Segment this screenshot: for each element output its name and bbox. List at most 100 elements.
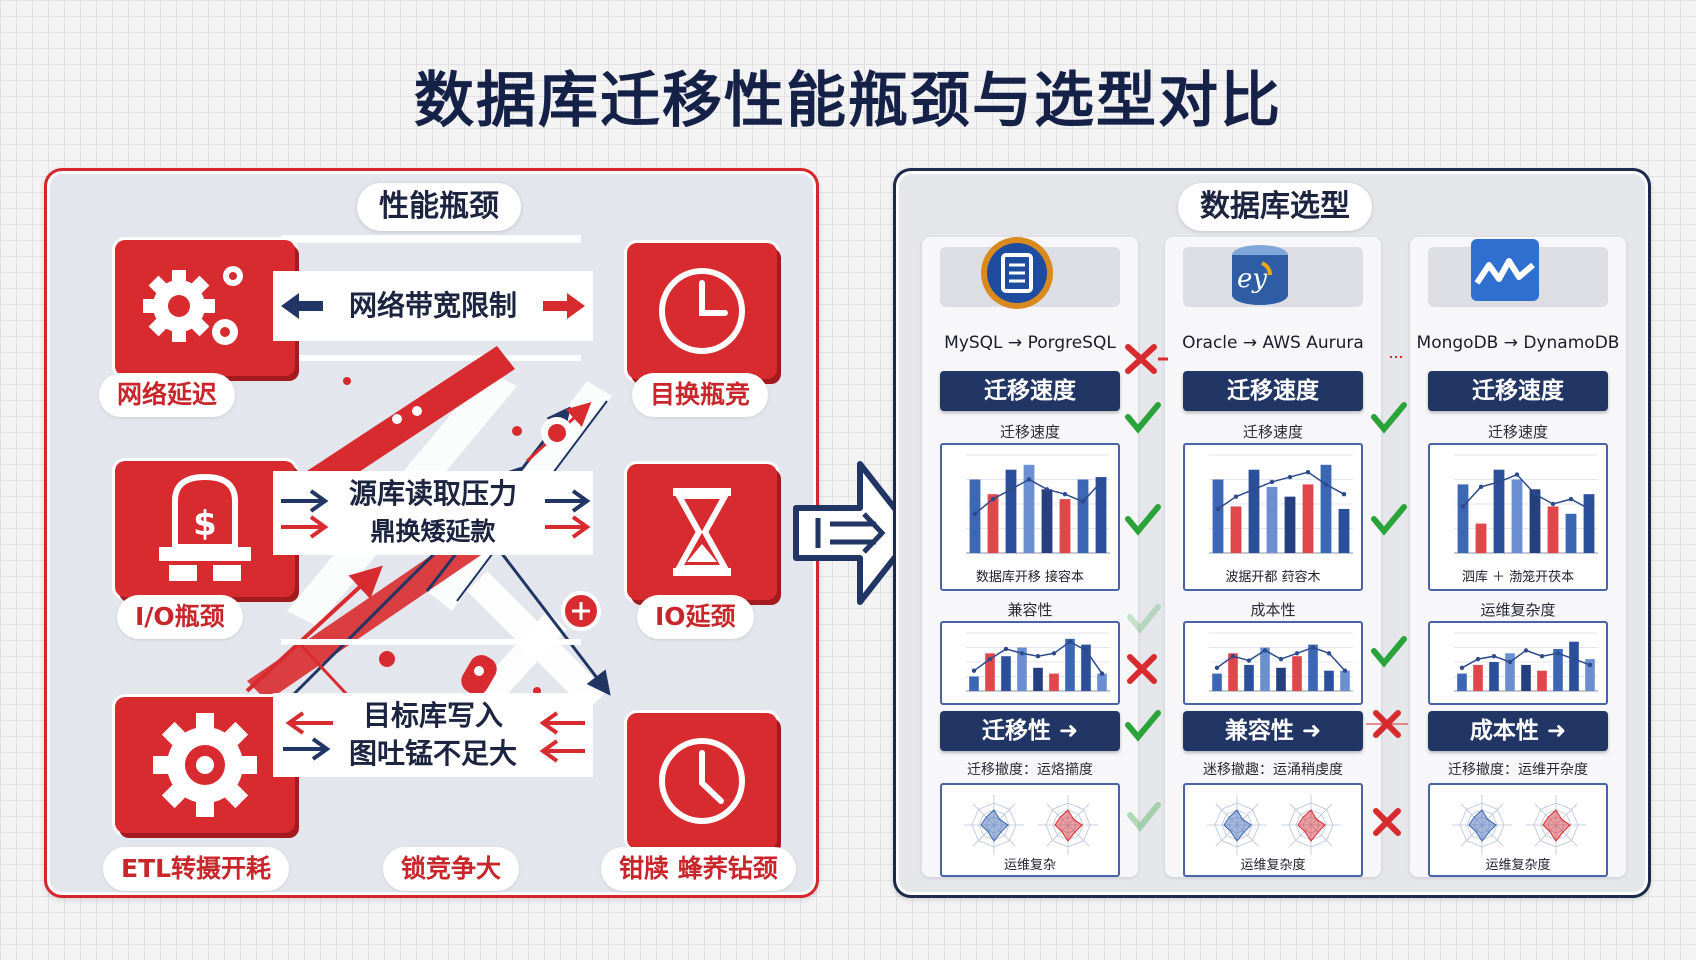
radar-spoke <box>972 824 995 847</box>
radar-chart: 运维复杂度 <box>1428 783 1608 877</box>
radar-spoke <box>1460 803 1483 826</box>
io-bottleneck-label: I/O瓶颈 <box>117 595 243 639</box>
bar <box>1493 469 1505 553</box>
cost-tab[interactable]: 成本性 ➜ <box>1428 711 1608 751</box>
trend-point <box>1539 654 1545 659</box>
svg-text:$: $ <box>193 504 217 544</box>
bar <box>1511 479 1523 553</box>
trend-point <box>1523 648 1529 653</box>
radar-shape <box>1223 809 1252 842</box>
radar-caption: 运维复杂度 <box>1485 858 1551 873</box>
radar-spoke <box>1310 803 1333 826</box>
chart-caption: 波据开都 荮容木 <box>1225 570 1321 585</box>
trend-point <box>1341 492 1347 497</box>
arrow-right-icon: ➜ <box>1293 718 1322 744</box>
migration-tab[interactable]: 迁移性 ➜ <box>940 711 1120 751</box>
bar <box>1049 673 1059 691</box>
radar-svg <box>1207 795 1341 855</box>
hourglass-tile <box>627 464 777 600</box>
speed-caption: 迁移速度 <box>1487 423 1548 441</box>
bar <box>1065 638 1075 691</box>
trend-point <box>1026 477 1032 482</box>
bandwidth-limit-text: 网络带宽限制 <box>348 289 517 322</box>
bar <box>1324 670 1334 691</box>
bar <box>1529 489 1541 553</box>
radar-caption-top: 迁移撤度：运烙擶度 <box>967 762 1093 778</box>
bar-chart-svg <box>1454 632 1598 692</box>
radar-caption: 运维复杂 <box>1003 858 1056 873</box>
trend-point <box>1342 668 1348 673</box>
source-read-text-1: 源库读取压力 <box>348 477 517 510</box>
trend-point <box>1269 479 1275 485</box>
radar-spoke <box>1534 824 1557 847</box>
bar <box>1547 506 1559 553</box>
radar-spoke <box>1481 803 1504 826</box>
speed-caption: 迁移速度 <box>999 423 1060 441</box>
target-bottleneck-label: 目换瓶竞 <box>632 373 769 417</box>
bar <box>1569 641 1579 691</box>
bar <box>1276 667 1286 691</box>
radar-spoke <box>1534 803 1557 826</box>
bar <box>1505 653 1515 691</box>
bar <box>1228 653 1238 691</box>
hourglass-icon <box>673 488 731 576</box>
trend-point <box>1310 645 1316 650</box>
trend-point <box>1478 484 1484 490</box>
trend-point <box>1586 506 1592 512</box>
trend-point <box>1287 474 1293 480</box>
bandwidth-limit-label: 网络带宽限制 <box>273 271 593 341</box>
wave-chart-icon <box>1471 239 1539 301</box>
bar <box>1320 464 1332 553</box>
trend-point <box>1571 656 1577 662</box>
speed-tab[interactable]: 迁移速度 <box>1428 371 1608 411</box>
ops-caption: 运维复杂度 <box>1480 601 1556 619</box>
transition-arrow-icon <box>793 461 917 605</box>
compat-tab[interactable]: 兼容性 ➜ <box>1183 711 1363 751</box>
aws-database-icon: ey <box>1232 245 1288 305</box>
bar <box>1292 656 1302 691</box>
trend-point <box>1080 499 1086 504</box>
radar-spoke <box>1046 803 1069 826</box>
radar-spoke <box>1289 803 1312 826</box>
bar <box>1338 508 1350 553</box>
bar-chart-svg <box>966 632 1110 692</box>
radar-caption-top: 迁移撤度：运维开杂度 <box>1448 762 1588 778</box>
bar <box>1473 664 1483 691</box>
compat-tab-label: 兼容性 <box>1224 718 1294 744</box>
column-mysql: MySQL → PorgreSQL 迁移速度 迁移速度 数据库开移 接容本 兼容… <box>922 237 1138 877</box>
network-delay-label: 网络延迟 <box>99 373 236 417</box>
gears-icon <box>143 266 243 345</box>
radar-spoke <box>993 824 1016 847</box>
compat-caption: 兼容性 <box>1007 601 1053 619</box>
bar <box>1023 464 1035 553</box>
ops-chart <box>1428 621 1608 705</box>
bar <box>1457 673 1467 691</box>
speed-tab[interactable]: 迁移速度 <box>940 371 1120 411</box>
trend-point <box>1214 665 1220 670</box>
bar <box>1033 667 1043 691</box>
bar <box>1095 477 1107 553</box>
bar-chart-svg <box>1209 454 1353 554</box>
trend-point <box>1555 651 1561 656</box>
trend-point <box>1246 658 1252 663</box>
speed-tab[interactable]: 迁移速度 <box>1183 371 1363 411</box>
radar-spoke <box>1046 824 1069 847</box>
radar-chart: 运维复杂度 <box>1183 783 1363 877</box>
trend-point <box>1305 469 1311 475</box>
radar-spoke <box>1236 824 1259 847</box>
trend-point <box>1294 651 1300 656</box>
svg-text:ey: ey <box>1237 264 1267 294</box>
trend-point <box>1475 656 1481 662</box>
radar-spoke <box>1481 824 1504 847</box>
bar <box>1212 479 1224 553</box>
selection-header: 数据库选型 <box>1178 183 1372 231</box>
gear-icon <box>153 713 257 817</box>
radar-shape <box>1468 809 1497 842</box>
trend-point <box>1460 504 1466 509</box>
dollar-shield-icon: $ <box>159 473 251 581</box>
radar-spoke <box>1215 803 1238 826</box>
bar <box>1097 673 1107 691</box>
bar <box>1553 648 1563 691</box>
radar-chart: 运维复杂 <box>940 783 1120 877</box>
compat-chart <box>940 621 1120 705</box>
